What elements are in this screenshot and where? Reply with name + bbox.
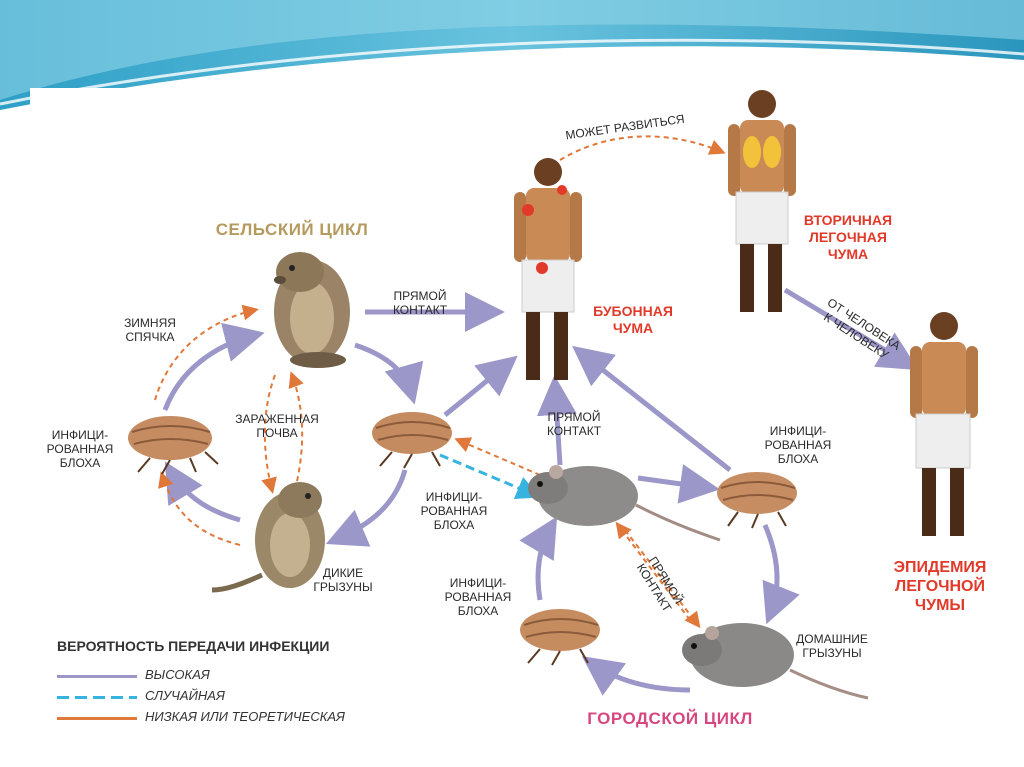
- legend-line-random: [57, 696, 137, 699]
- label-infected-flea-mid: ИНФИЦИ- РОВАННАЯ БЛОХА: [420, 490, 488, 532]
- flea-right-figure: [717, 472, 797, 529]
- arrow-hibernation-low: [154, 304, 259, 401]
- marmot-top-figure: [274, 252, 350, 368]
- arrow-domestic-to-flea-bottom: [581, 656, 691, 696]
- label-infected-flea-bottom: ИНФИЦИ- РОВАННАЯ БЛОХА: [444, 576, 512, 618]
- rural-cycle-title: СЕЛЬСКИЙ ЦИКЛ: [215, 220, 369, 239]
- flea-mid-figure: [372, 412, 452, 469]
- arrow-flea-to-rodent: [325, 469, 408, 547]
- arrow-flea-right-to-human: [572, 345, 732, 472]
- arrow-marmot-to-flea: [354, 342, 424, 405]
- label-wild-rodents: ДИКИЕ ГРЫЗУНЫ: [313, 566, 373, 594]
- arrow-rodent-to-flea: [164, 461, 241, 523]
- legend-label-low: НИЗКАЯ ИЛИ ТЕОРЕТИЧЕСКАЯ: [145, 709, 345, 724]
- legend-label-high: ВЫСОКАЯ: [145, 667, 210, 682]
- arrow-flea-right-to-domestic: [762, 524, 800, 625]
- legend-line-high: [57, 675, 137, 678]
- arrow-direct-contact-domestic-rat: [615, 521, 691, 621]
- human-epidemic-figure: [910, 312, 978, 536]
- arrow-flea-to-human: [443, 355, 518, 417]
- label-infected-flea-right: ИНФИЦИ- РОВАННАЯ БЛОХА: [764, 424, 832, 466]
- legend-line-low: [57, 717, 137, 720]
- label-domestic-rodents: ДОМАШНИЕ ГРЫЗУНЫ: [796, 632, 868, 660]
- legend-label-random: СЛУЧАЙНАЯ: [145, 688, 225, 703]
- flea-left-figure: [128, 416, 219, 475]
- human-bubonic-figure: [514, 158, 582, 380]
- label-bubonic-plague: БУБОННАЯ ЧУМА: [593, 303, 673, 336]
- label-infected-soil: ЗАРАЖЕННАЯ ПОЧВА: [235, 412, 319, 440]
- legend-item-high: ВЫСОКАЯ: [57, 667, 417, 685]
- flea-bottom-figure: [520, 609, 600, 666]
- arrow-rat-to-human: [536, 375, 577, 466]
- rat-center-figure: [528, 465, 721, 542]
- arrow-rodent-to-flea-low: [158, 471, 241, 546]
- wild-rodent-figure: [211, 482, 325, 593]
- arrow-flea-to-marmot: [162, 322, 265, 411]
- arrow-flea-bottom-to-rat: [519, 516, 558, 601]
- arrow-direct-contact-rat-domestic: [624, 529, 701, 629]
- label-hibernation: ЗИМНЯЯ СПЯЧКА: [124, 316, 176, 344]
- label-direct-contact-center: ПРЯМОЙ КОНТАКТ: [546, 410, 602, 438]
- label-secondary-pneumonic: ВТОРИЧНАЯ ЛЕГОЧНАЯ ЧУМА: [803, 212, 893, 262]
- legend-item-low: НИЗКАЯ ИЛИ ТЕОРЕТИЧЕСКАЯ: [57, 709, 417, 727]
- arrow-soil-up: [288, 371, 304, 491]
- label-direct-contact-top: ПРЯМОЙ КОНТАКТ: [392, 289, 448, 317]
- domestic-rat-figure: [682, 623, 869, 700]
- legend-item-random: СЛУЧАЙНАЯ: [57, 688, 417, 706]
- arrow-soil-down: [261, 374, 277, 494]
- urban-cycle-title: ГОРОДСКОЙ ЦИКЛ: [587, 709, 753, 728]
- arrow-may-develop: [559, 135, 726, 161]
- human-pneumonic-figure: [728, 90, 796, 312]
- arrow-human-to-human: [783, 287, 919, 371]
- label-infected-flea-left: ИНФИЦИ- РОВАННАЯ БЛОХА: [46, 428, 114, 470]
- label-epidemic: ЭПИДЕМИЯ ЛЕГОЧНОЙ ЧУМЫ: [893, 559, 987, 614]
- arrow-rat-to-flea-low: [454, 437, 541, 476]
- legend-title: ВЕРОЯТНОСТЬ ПЕРЕДАЧИ ИНФЕКЦИИ: [57, 638, 330, 654]
- arrow-rat-to-flea-right: [637, 464, 720, 504]
- arrow-flea-to-rat-random: [439, 453, 541, 500]
